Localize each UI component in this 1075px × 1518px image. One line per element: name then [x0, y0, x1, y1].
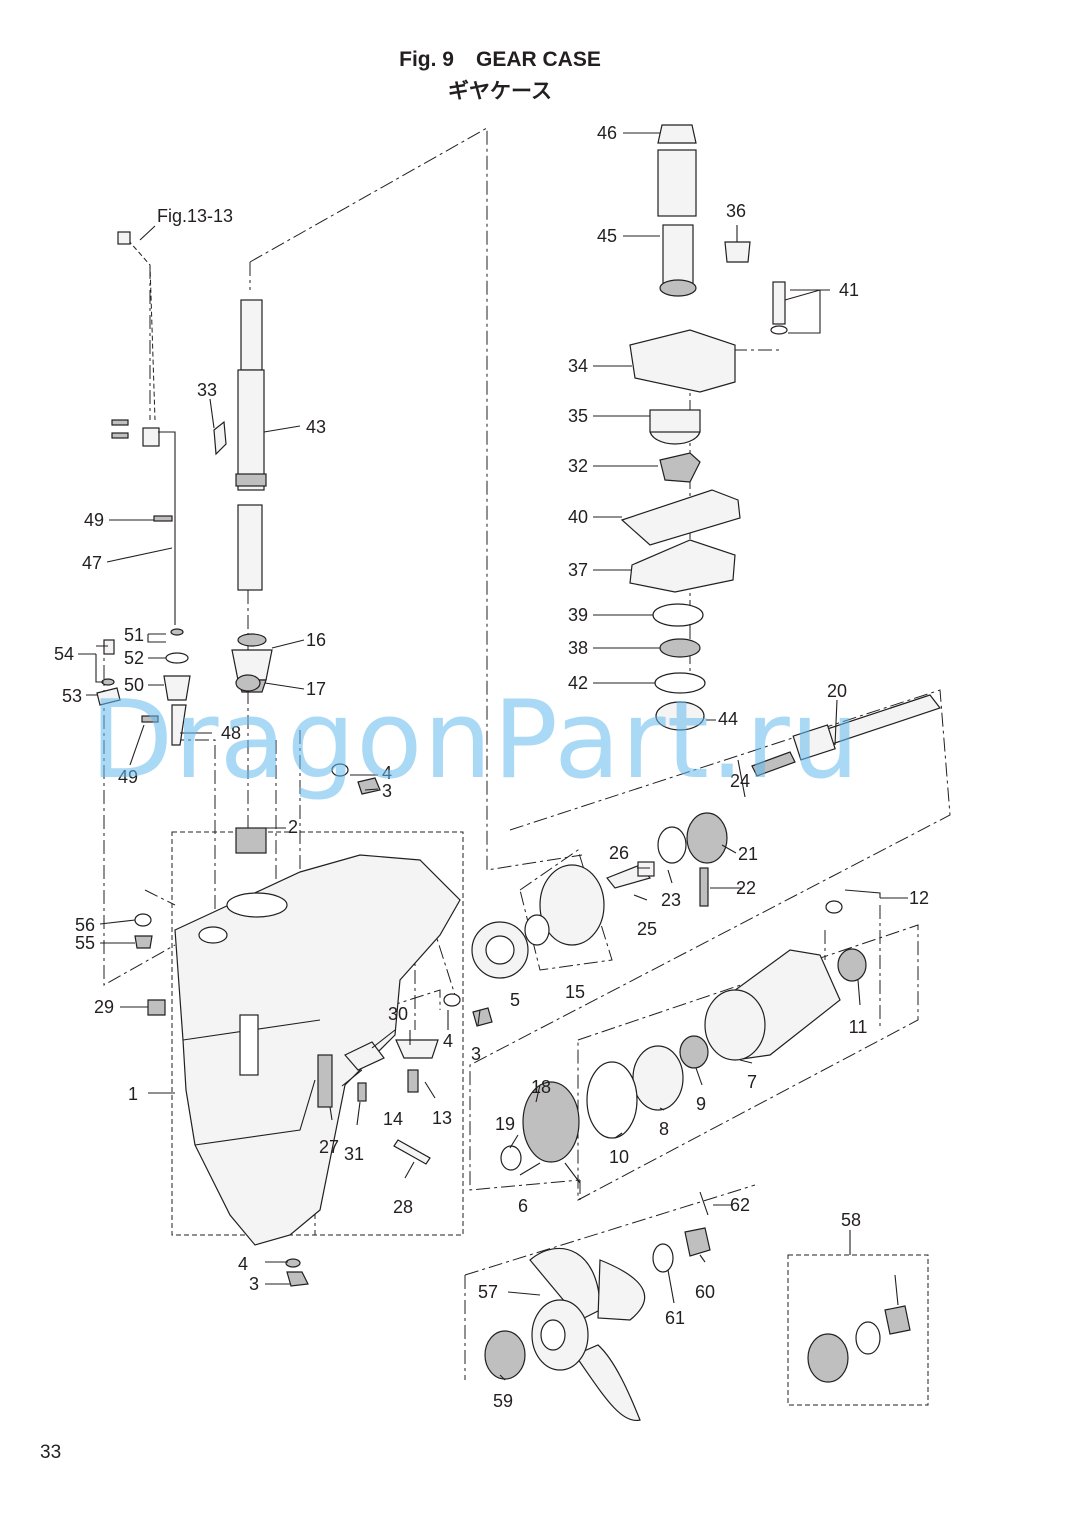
part-label-16: 16	[306, 630, 326, 650]
part-label-54: 54	[54, 644, 74, 664]
part-label-28: 28	[393, 1197, 413, 1217]
part-label-22: 22	[736, 878, 756, 898]
part-label-10: 10	[609, 1147, 629, 1167]
part-label-1: 1	[128, 1084, 138, 1104]
part-label-27: 27	[319, 1137, 339, 1157]
part-label-33: 33	[197, 380, 217, 400]
part-label-44: 44	[718, 709, 738, 729]
part-label-49: 49	[84, 510, 104, 530]
page-number: 33	[40, 1442, 62, 1463]
part-label-25: 25	[637, 919, 657, 939]
part-label-3: 3	[382, 781, 392, 801]
part-label-12: 12	[909, 888, 929, 908]
part-label-62: 62	[730, 1195, 750, 1215]
part-label-29: 29	[94, 997, 114, 1017]
part-label-49-b: 49	[118, 767, 138, 787]
part-label-53: 53	[62, 686, 82, 706]
part-label-39: 39	[568, 605, 588, 625]
part-label-47: 47	[82, 553, 102, 573]
part-label-13: 13	[432, 1108, 452, 1128]
part-label-60: 60	[695, 1282, 715, 1302]
part-label-14: 14	[383, 1109, 403, 1129]
part-label-56: 56	[75, 915, 95, 935]
watermark: DragonPart.ru	[90, 678, 861, 803]
part-label-51: 51	[124, 625, 144, 645]
part-label-57: 57	[478, 1282, 498, 1302]
figure-title: Fig. 9 GEAR CASE	[0, 48, 1000, 72]
part-label-37: 37	[568, 560, 588, 580]
part-label-2: 2	[288, 817, 298, 837]
part-label-5: 5	[510, 990, 520, 1010]
part-label-7: 7	[747, 1072, 757, 1092]
part-label-59: 59	[493, 1391, 513, 1411]
part-label-45: 45	[597, 226, 617, 246]
part-label-9: 9	[696, 1094, 706, 1114]
part-label-43: 43	[306, 417, 326, 437]
part-label-11: 11	[849, 1017, 868, 1037]
part-label-38: 38	[568, 638, 588, 658]
part-label-18: 18	[531, 1077, 551, 1097]
part-label-26: 26	[609, 843, 629, 863]
part-label-40: 40	[568, 507, 588, 527]
figure-number: Fig. 9	[399, 48, 454, 71]
part-label-36: 36	[726, 201, 746, 221]
part-label-3-c: 3	[249, 1274, 259, 1294]
part-label-52: 52	[124, 648, 144, 668]
part-label-4-c: 4	[238, 1254, 248, 1274]
part-label-46: 46	[597, 123, 617, 143]
part-label-15: 15	[565, 982, 585, 1002]
part-label-30: 30	[388, 1004, 408, 1024]
part-label-24: 24	[730, 771, 750, 791]
part-label-48: 48	[221, 723, 241, 743]
part-label-19: 19	[495, 1114, 515, 1134]
figure-name: GEAR CASE	[475, 48, 601, 71]
part-label-31: 31	[344, 1144, 364, 1164]
part-label-34: 34	[568, 356, 588, 376]
cross-reference-label: Fig.13-13	[157, 206, 233, 226]
part-label-4: 4	[382, 763, 392, 783]
part-label-32: 32	[568, 456, 588, 476]
part-label-41: 41	[839, 280, 859, 300]
part-label-8: 8	[659, 1119, 669, 1139]
part-label-58: 58	[841, 1210, 861, 1230]
part-label-23: 23	[661, 890, 681, 910]
part-label-35: 35	[568, 406, 588, 426]
part-label-20: 20	[827, 681, 847, 701]
part-label-55: 55	[75, 933, 95, 953]
part-label-21: 21	[738, 844, 758, 864]
part-label-17: 17	[306, 679, 326, 699]
part-label-61: 61	[665, 1308, 685, 1328]
part-label-4-b: 4	[443, 1031, 453, 1051]
part-label-6: 6	[518, 1196, 528, 1216]
part-label-3-b: 3	[471, 1044, 481, 1064]
figure-title-japanese: ギヤケース	[448, 80, 552, 103]
part-label-50: 50	[124, 675, 144, 695]
part-label-42: 42	[568, 673, 588, 693]
